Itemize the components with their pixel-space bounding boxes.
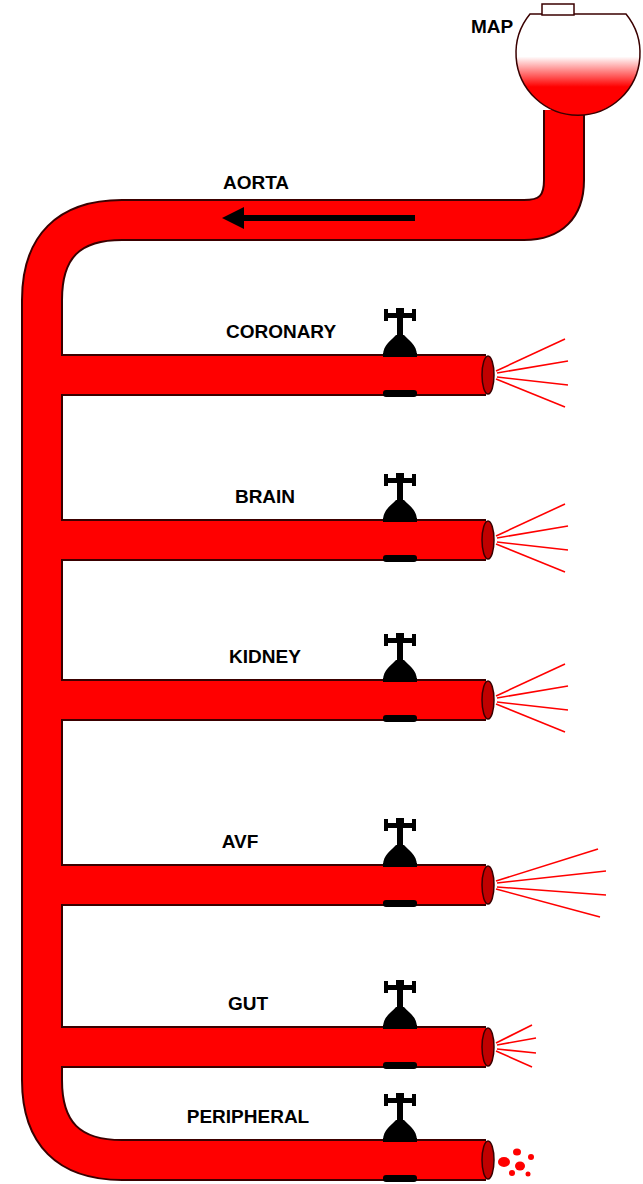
branch-label: BRAIN — [235, 486, 295, 509]
pipe-fill — [42, 110, 564, 1160]
pressure-label: MAP — [471, 16, 513, 39]
branch-label: KIDNEY — [229, 646, 301, 669]
branch-label: CORONARY — [226, 321, 336, 344]
vessel-label: AORTA — [223, 172, 289, 195]
branch-label: PERIPHERAL — [187, 1106, 309, 1129]
branch-label: GUT — [228, 993, 268, 1016]
valve-taps — [383, 308, 417, 1182]
pipe-openings — [482, 356, 494, 1179]
pressure-reservoir — [516, 4, 640, 145]
flow-arrow — [222, 207, 415, 229]
pipe-outline — [42, 110, 564, 1160]
blood-drops — [498, 1149, 534, 1177]
branch-label: AVF — [222, 831, 259, 854]
blood-spray — [496, 339, 606, 1067]
